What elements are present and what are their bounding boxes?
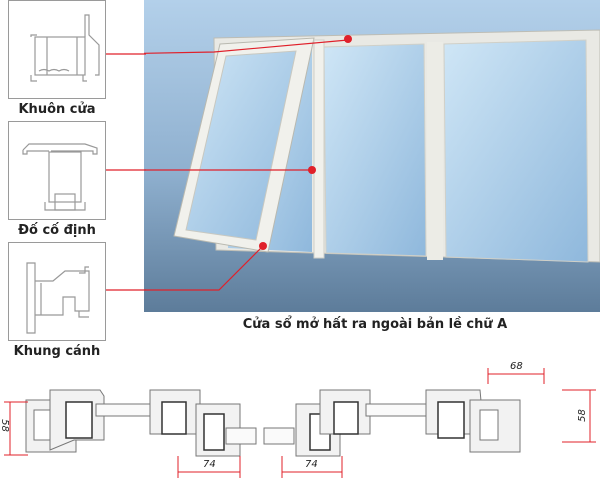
cross-section-drawing: 58 58 68 74 74: [0, 360, 600, 480]
profile-label-sash: Khung cánh: [13, 344, 101, 359]
profile-label-frame: Khuôn cửa: [18, 102, 96, 117]
callout-lines: [144, 39, 349, 291]
callout-dot-mullion: [308, 166, 316, 174]
sash-profile-drawing: [26, 262, 90, 334]
dimension-lines: [4, 368, 596, 478]
photo-caption: Cửa sổ mở hất ra ngoài bản lề chữ A: [242, 317, 508, 332]
profile-box-mullion: [8, 121, 106, 220]
profile-label-mullion: Đố cố định: [18, 223, 96, 238]
profile-box-frame: [8, 0, 106, 99]
frame-profile-drawing: [30, 14, 100, 82]
dim-bottom-width-left: 74: [203, 459, 216, 470]
dim-right-height: 58: [576, 409, 588, 422]
callout-connectors: [106, 53, 146, 291]
window-photo: [144, 0, 600, 312]
mullion-profile-drawing: [22, 143, 98, 211]
dim-left-height: 58: [0, 419, 10, 432]
dim-top-width: 68: [510, 361, 523, 372]
dim-bottom-width-right: 74: [305, 459, 318, 470]
profile-box-sash: [8, 242, 106, 341]
callout-dot-sash: [259, 242, 267, 250]
callout-dot-frame: [344, 35, 352, 43]
